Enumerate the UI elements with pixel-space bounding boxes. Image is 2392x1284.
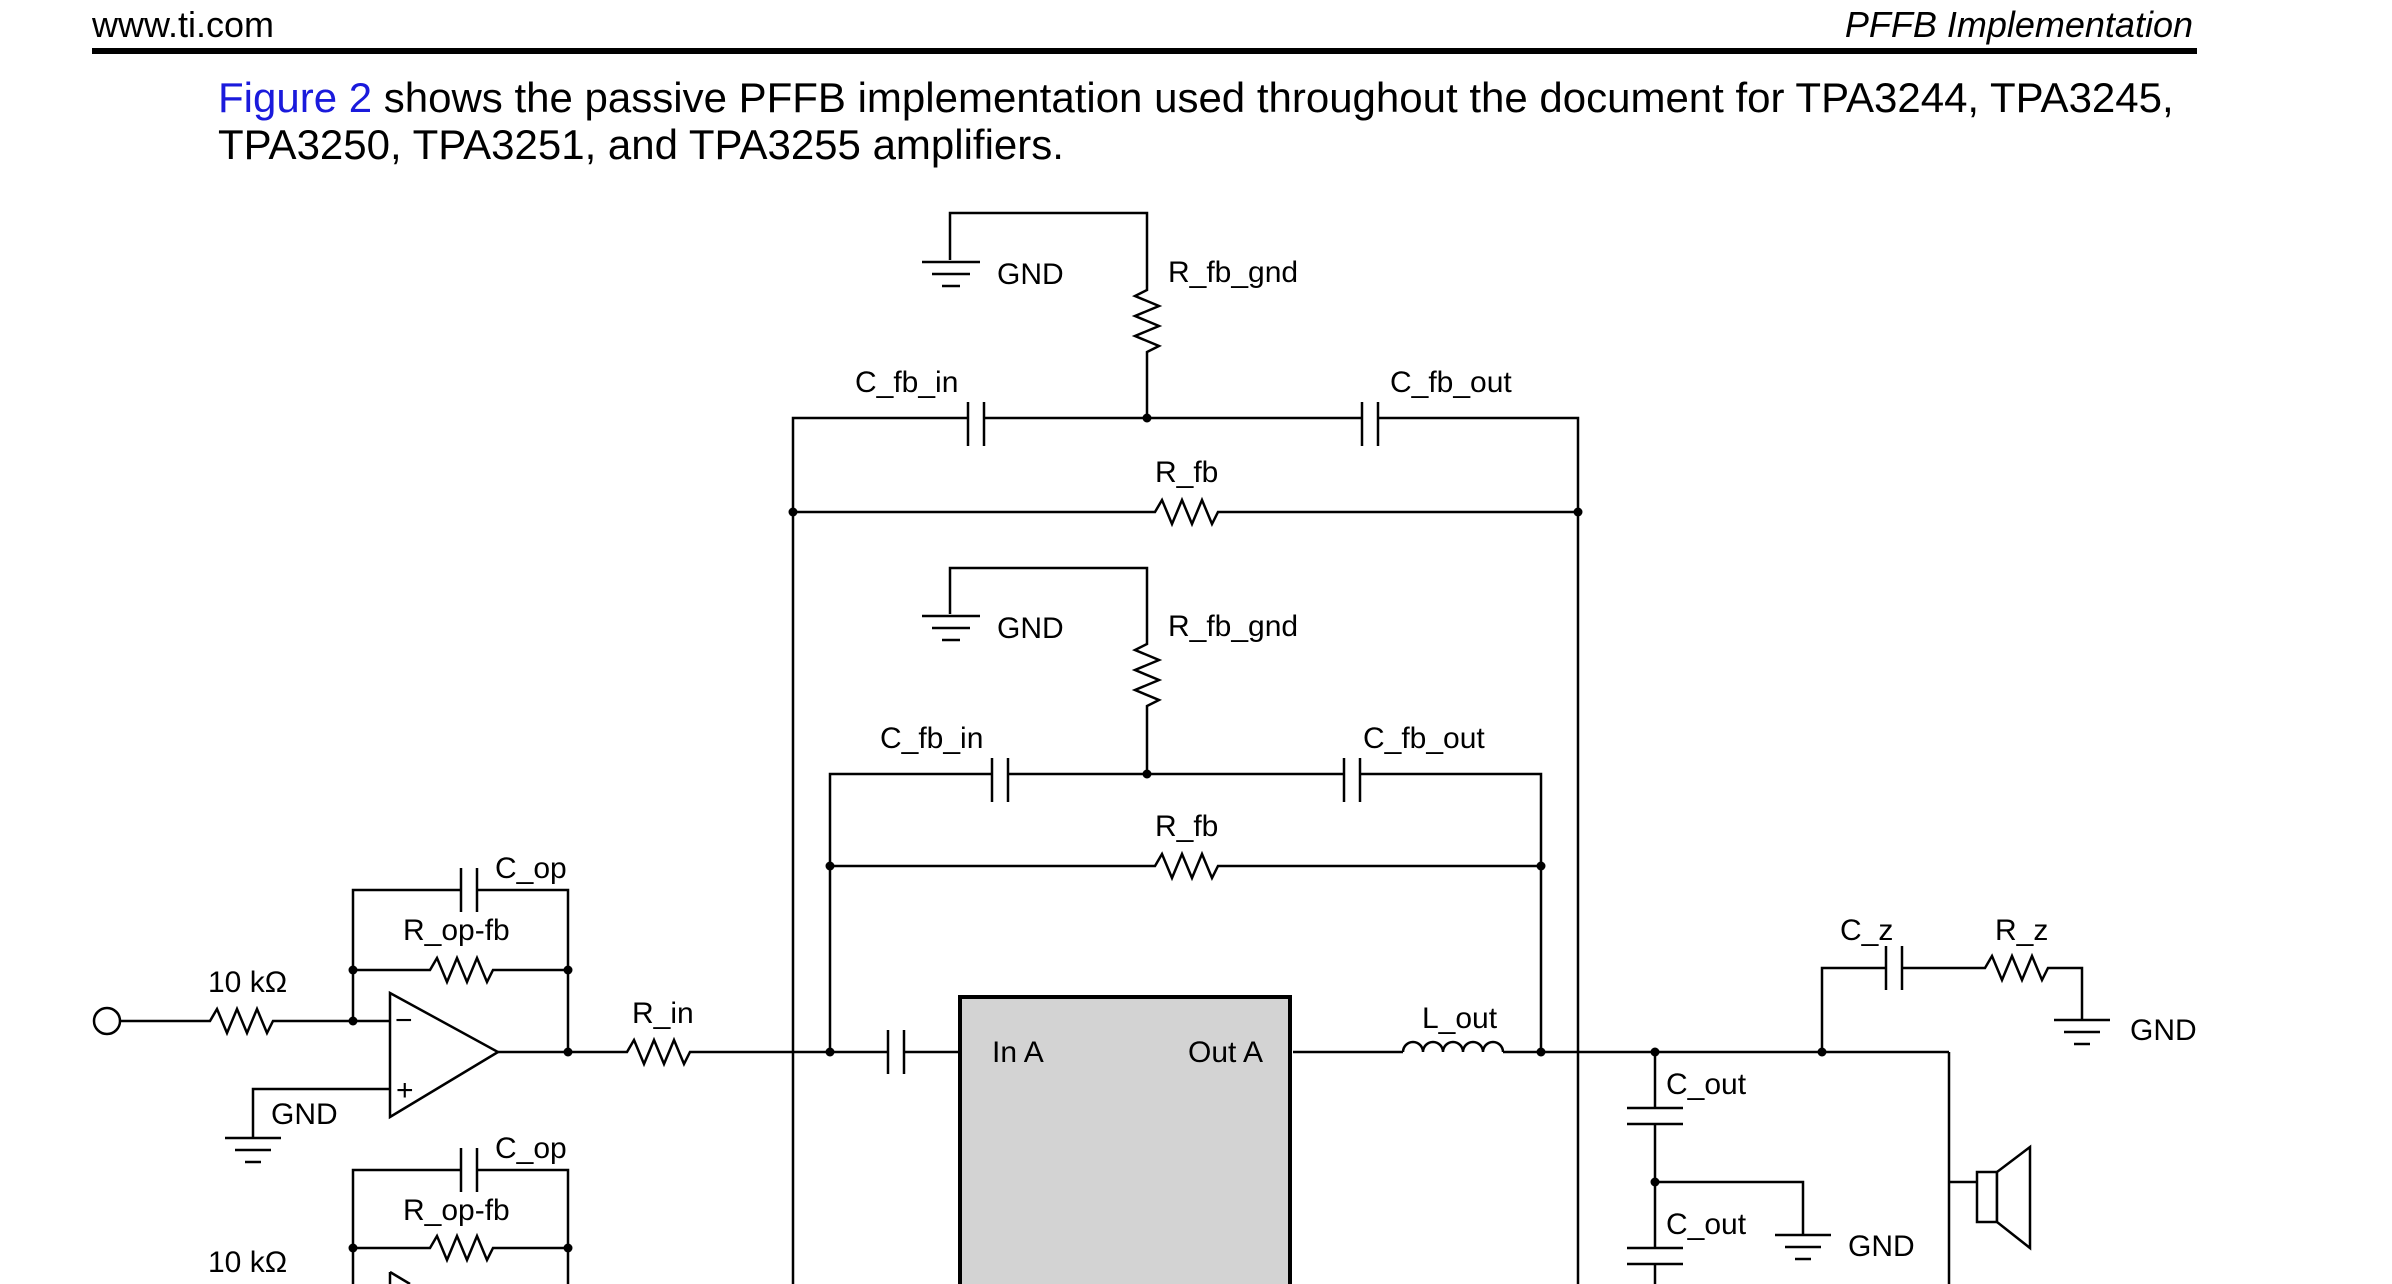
c-fb-out-label: C_fb_out	[1390, 366, 1512, 399]
r-in-label: R_in	[632, 997, 694, 1030]
gnd-label: GND	[997, 258, 1064, 291]
intro-text-line2: TPA3250, TPA3251, and TPA3255 amplifiers…	[218, 121, 1064, 168]
ground-symbol	[922, 211, 1149, 288]
gnd-label: GND	[997, 612, 1064, 645]
outer-feedback-network: GND R_fb_gnd C_fb_in C_fb_out R_fb	[788, 211, 1583, 1284]
r-fb-resistor	[830, 850, 1541, 882]
opamp-minus: −	[395, 1004, 413, 1037]
r-fb-label: R_fb	[1155, 810, 1218, 843]
r-fb-resistor	[793, 496, 1578, 528]
l-out-label: L_out	[1422, 1002, 1498, 1035]
r-in-resistor	[568, 1036, 830, 1068]
header-section-title: PFFB Implementation	[1844, 4, 2193, 45]
gnd-label: GND	[271, 1098, 338, 1131]
gnd-label: GND	[2130, 1014, 2197, 1047]
r-fb-gnd-resistor	[1131, 262, 1163, 418]
header-rule	[92, 48, 2197, 54]
inner-feedback-network: GND R_fb_gnd C_fb_in C_fb_out R_fb	[825, 566, 1546, 1052]
ground-symbol	[225, 1087, 390, 1164]
out-a-label: Out A	[1188, 1036, 1263, 1069]
intro-text-line1: shows the passive PFFB implementation us…	[372, 74, 2174, 121]
r-op-fb-label: R_op-fb	[403, 914, 510, 947]
c-fb-in-label: C_fb_in	[855, 366, 958, 399]
r-op-fb-resistor	[353, 954, 568, 986]
r-fb-gnd-label: R_fb_gnd	[1168, 610, 1298, 643]
in-a-label: In A	[992, 1036, 1044, 1069]
c-out-label: C_out	[1666, 1068, 1747, 1101]
c-out-label: C_out	[1666, 1208, 1747, 1241]
r-op-fb-label: R_op-fb	[403, 1194, 510, 1227]
r-z-label: R_z	[1995, 914, 2048, 947]
intro-paragraph: Figure 2 shows the passive PFFB implemen…	[218, 74, 2208, 168]
ground-symbol	[1655, 1180, 1831, 1261]
opamp-stage-a: 10 kΩ − + GND C_op R_op-fb R_in	[92, 852, 960, 1164]
c-fb-out-label: C_fb_out	[1363, 722, 1485, 755]
output-stage: L_out C_out GND C_out C_z R_z	[1293, 914, 2197, 1284]
opamp-stage-b: C_op R_op-fb 10 kΩ	[208, 1132, 573, 1284]
opamp-plus: +	[396, 1074, 414, 1107]
figure-link[interactable]: Figure 2	[218, 74, 373, 121]
r-fb-gnd-label: R_fb_gnd	[1168, 256, 1298, 289]
r-z-resistor	[1902, 952, 2084, 1020]
gnd-label: GND	[1848, 1230, 1915, 1263]
input-terminal[interactable]	[92, 1006, 122, 1036]
speaker-icon	[1949, 1144, 2032, 1251]
r-fb-label: R_fb	[1155, 456, 1218, 489]
header-site[interactable]: www.ti.com	[92, 4, 275, 45]
c-op-label: C_op	[495, 852, 567, 885]
l-out-inductor	[1401, 1040, 1505, 1053]
opamp-symbol	[388, 990, 501, 1120]
c-op-label: C_op	[495, 1132, 567, 1165]
c-z-label: C_z	[1840, 914, 1893, 947]
c-fb-in-label: C_fb_in	[880, 722, 983, 755]
r-10k-label: 10 kΩ	[208, 966, 287, 999]
r-op-fb-resistor	[353, 1232, 568, 1264]
r-fb-gnd-resistor	[1131, 616, 1163, 774]
ground-symbol	[2054, 1018, 2110, 1046]
ground-symbol	[922, 566, 1149, 642]
input-resistor-10k	[120, 1005, 353, 1037]
r-10k-label: 10 kΩ	[208, 1246, 287, 1279]
amplifier-block	[958, 995, 1292, 1284]
